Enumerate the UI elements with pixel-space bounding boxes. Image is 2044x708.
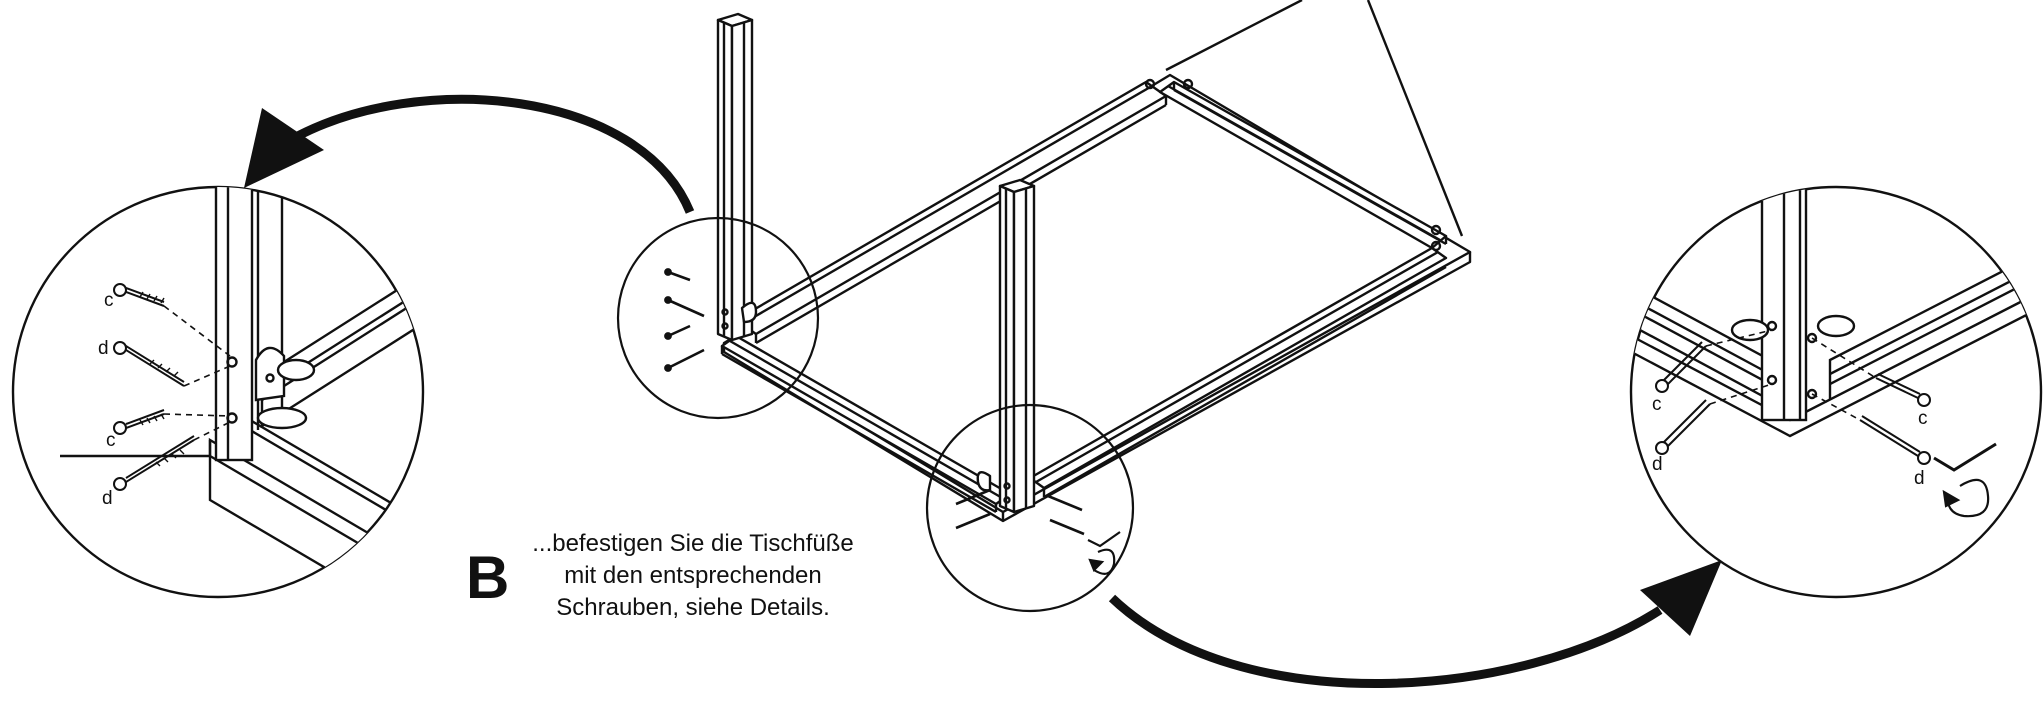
step-letter: B: [466, 544, 510, 611]
screw-icon: [1875, 373, 1931, 407]
table-frame: [716, 0, 1472, 523]
screw-icon: [1655, 399, 1711, 455]
screw-icon: [113, 409, 165, 435]
table-leg: [716, 12, 758, 342]
label-c: c: [104, 290, 114, 311]
allen-key-icon: [1933, 442, 1997, 472]
table-leg: [976, 178, 1036, 514]
label-d: d: [1914, 468, 1925, 489]
label-c: c: [106, 430, 116, 451]
instruction-line: mit den entsprechenden: [564, 562, 822, 589]
screw-icon: [113, 435, 195, 491]
instruction-line: ...befestigen Sie die Tischfüße: [532, 530, 854, 557]
arrow-to-right-detail: [1108, 560, 1722, 688]
label-d: d: [102, 488, 113, 509]
screw-icon: [113, 283, 165, 307]
back-right-rail: [1158, 80, 1448, 250]
front-right-rail: [1028, 246, 1448, 499]
right-detail: c d c d: [1629, 185, 2043, 599]
screw-icon: [1859, 415, 1931, 465]
instruction-line: Schrauben, siehe Details.: [556, 594, 830, 621]
arrow-to-left-detail: [244, 94, 695, 214]
rotation-arrow-icon: [1942, 478, 1990, 518]
label-c: c: [1918, 408, 1928, 429]
zoom-circle-front: [925, 403, 1135, 613]
label-d: d: [1652, 454, 1663, 475]
left-detail: c d c d: [11, 185, 425, 599]
label-c: c: [1652, 394, 1662, 415]
step-instruction: ...befestigen Sie die Tischfüße mit den …: [508, 528, 878, 624]
screw-icon: [1655, 341, 1707, 393]
allen-key-icon: [1087, 531, 1121, 548]
screw-icon: [113, 341, 185, 387]
rotation-arrow-icon: [1088, 548, 1116, 575]
screw-icon: [955, 488, 1085, 536]
zoom-circle-left: [616, 216, 820, 420]
label-d: d: [98, 338, 109, 359]
screw-icon: [667, 270, 705, 370]
